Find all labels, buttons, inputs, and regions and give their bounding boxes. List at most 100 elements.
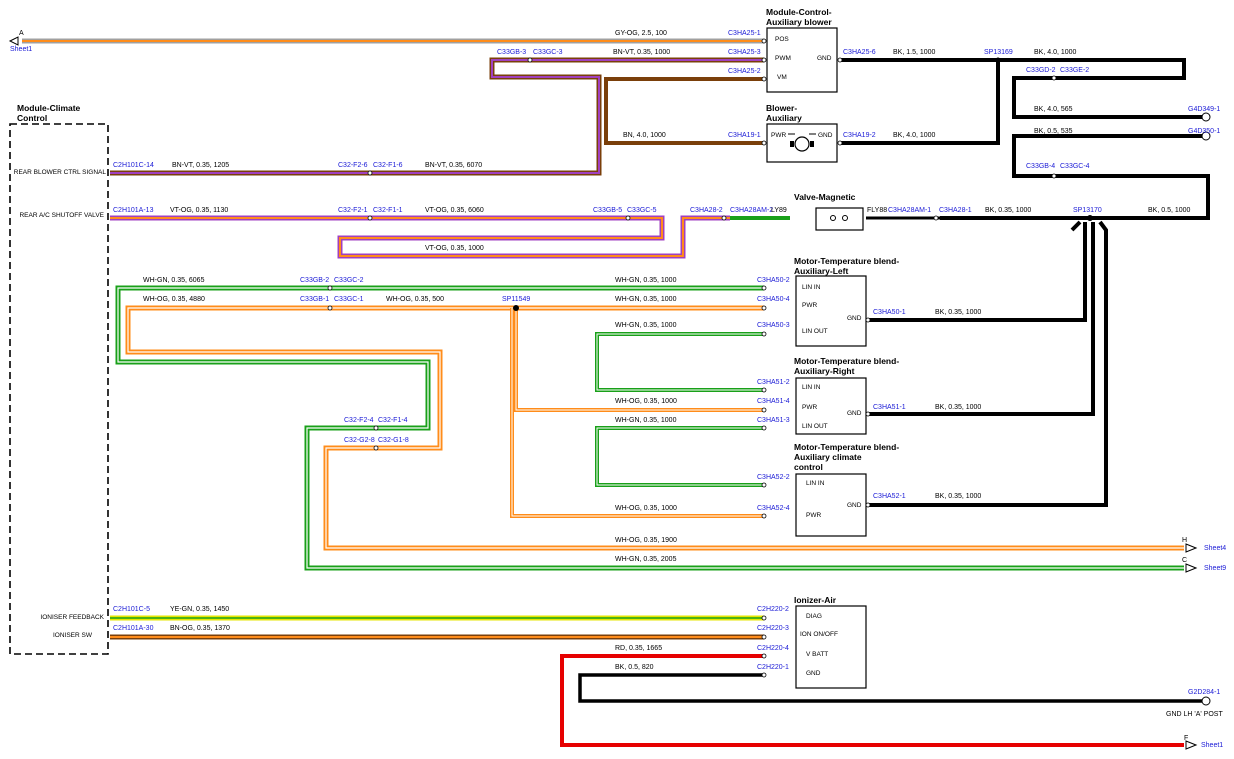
- diagram-label: WH-GN, 0.35, 1000: [615, 296, 677, 303]
- module-climate-title2: Control: [17, 113, 47, 123]
- aux-blower-ctrl-title: Module-Control-: [766, 7, 832, 17]
- diagram-label: BN-VT, 0.35, 1205: [172, 162, 229, 169]
- diagram-label: C33GE-2: [1060, 67, 1089, 74]
- diagram-label: BN-VT, 0.35, 1000: [613, 49, 670, 56]
- link-sheet4[interactable]: Sheet4: [1204, 545, 1226, 552]
- diagram-label: WH-OG, 0.35, 4880: [143, 296, 205, 303]
- diagram-label: FLY88: [867, 207, 887, 214]
- diagram-label: RD, 0.35, 1665: [615, 645, 662, 652]
- diagram-label: C2H220-3: [757, 625, 789, 632]
- diagram-label: C3HA51-2: [757, 379, 790, 386]
- valve-magnetic: Valve-Magnetic: [794, 192, 864, 231]
- diagram-label: F: [1184, 735, 1188, 742]
- motor-temp-blend-right: Motor-Temperature blend- Auxiliary-Right…: [794, 356, 899, 435]
- diagram-label: BK, 0.35, 1000: [985, 207, 1031, 214]
- wire-labels: GY-OG, 2.5, 100 BN-VT, 0.35, 1000 BK, 1.…: [143, 30, 1191, 671]
- diagram-label: C33GB-2: [300, 277, 329, 284]
- diagram-label: BK, 0.35, 1000: [935, 404, 981, 411]
- diagram-label: C3HA50-4: [757, 296, 790, 303]
- diagram-label: C3HA50-2: [757, 277, 790, 284]
- diagram-label: BK, 0.35, 1000: [935, 309, 981, 316]
- pin-gnd: GND: [806, 670, 821, 677]
- motor-climate-title3: control: [794, 462, 823, 472]
- link-sheet1-f[interactable]: Sheet1: [1201, 742, 1223, 749]
- pin-ioniser-feedback: IONISER FEEDBACK: [40, 614, 104, 621]
- pin-gnd: GND: [817, 55, 832, 62]
- diagram-label: C33GB-3: [497, 49, 526, 56]
- diagram-label: C3HA19-2: [843, 132, 876, 139]
- diagram-label: BK, 0.5, 1000: [1148, 207, 1191, 214]
- pin-lin-out: LIN OUT: [802, 423, 828, 430]
- diagram-label: BN-VT, 0.35, 6070: [425, 162, 482, 169]
- diagram-label: WH-OG, 0.35, 500: [386, 296, 444, 303]
- motor-climate-title2: Auxiliary climate: [794, 452, 862, 462]
- diagram-label: C3HA50-3: [757, 322, 790, 329]
- diagram-label: C3HA25-6: [843, 49, 876, 56]
- diagram-label: VT-OG, 0.35, 1000: [425, 245, 484, 252]
- module-climate-title: Module-Climate: [17, 103, 81, 113]
- pin-pwr: PWR: [806, 512, 821, 519]
- wire-vt-og-shutoff: [110, 215, 790, 259]
- link-sheet1-a[interactable]: Sheet1: [10, 46, 32, 53]
- diagram-label: C32-F2-6: [338, 162, 368, 169]
- diagram-label: WH-GN, 0.35, 1000: [615, 322, 677, 329]
- pin-v-batt: V BATT: [806, 651, 828, 658]
- diagram-label: H: [1182, 537, 1187, 544]
- diagram-label: WH-GN, 0.35, 1000: [615, 277, 677, 284]
- diagram-label: LY89: [771, 207, 787, 214]
- wire-bn-vm: [604, 77, 764, 145]
- pin-lin-in: LIN IN: [802, 284, 821, 291]
- diagram-label: C32-F1-4: [378, 417, 408, 424]
- pin-pwm: PWM: [775, 55, 791, 62]
- diagram-label: BK, 4.0, 1000: [893, 132, 936, 139]
- pin-rear-ac-shutoff: REAR A/C SHUTOFF VALVE: [19, 212, 104, 219]
- pin-blower-gnd: GND: [818, 132, 833, 139]
- diagram-label: C3HA52-2: [757, 474, 790, 481]
- connector-labels: C3HA25-1 C3HA25-3 C3HA25-2 C3HA25-6 C33G…: [113, 30, 1220, 696]
- diagram-label: BK, 0.5, 535: [1034, 128, 1073, 135]
- offsheet-labels: A Sheet1 H Sheet4 C Sheet9 F Sheet1 GND …: [10, 30, 1226, 749]
- diagram-label: WH-GN, 0.35, 1000: [615, 417, 677, 424]
- diagram-label: C32-F1-1: [373, 207, 403, 214]
- ionizer-air: Ionizer-Air DIAG ION ON/OFF V BATT GND: [794, 595, 867, 689]
- diagram-label: C2H220-2: [757, 606, 789, 613]
- diagram-label: BK, 4.0, 1000: [1034, 49, 1077, 56]
- diagram-label: WH-OG, 0.35, 1000: [615, 398, 677, 405]
- diagram-label: VT-OG, 0.35, 1130: [170, 207, 228, 214]
- module-climate-control: Module-Climate Control REAR BLOWER CTRL …: [9, 103, 109, 655]
- diagram-label: C3HA25-3: [728, 49, 761, 56]
- diagram-label: C33GB-5: [593, 207, 622, 214]
- pin-gnd: GND: [847, 410, 862, 417]
- diagram-label: C33GC-2: [334, 277, 364, 284]
- pin-diag: DIAG: [806, 613, 822, 620]
- diagram-label: C33GB-1: [300, 296, 329, 303]
- diagram-label: C: [1182, 557, 1187, 564]
- pin-pwr: PWR: [802, 404, 817, 411]
- diagram-label: G4D350-1: [1188, 128, 1220, 135]
- valve-title: Valve-Magnetic: [794, 192, 856, 202]
- diagram-label: C3HA28AM-2: [730, 207, 773, 214]
- diagram-label: WH-OG, 0.35, 1000: [615, 505, 677, 512]
- pin-gnd: GND: [847, 315, 862, 322]
- diagram-label: C33GC-4: [1060, 163, 1090, 170]
- aux-blower-ctrl-title2: Auxiliary blower: [766, 17, 832, 27]
- diagram-label: C32-G1-8: [378, 437, 409, 444]
- diagram-label: C2H101A-13: [113, 207, 154, 214]
- diagram-label: C2H220-1: [757, 664, 789, 671]
- diagram-label: A: [19, 30, 24, 37]
- pin-ioniser-sw: IONISER SW: [53, 632, 93, 639]
- diagram-label: BN, 4.0, 1000: [623, 132, 666, 139]
- link-sheet9[interactable]: Sheet9: [1204, 565, 1226, 572]
- diagram-label: VT-OG, 0.35, 6060: [425, 207, 484, 214]
- diagram-label: C33GC-1: [334, 296, 364, 303]
- diagram-label: C3HA25-1: [728, 30, 761, 37]
- motor-left-title2: Auxiliary-Left: [794, 266, 848, 276]
- diagram-label: C32-F2-1: [338, 207, 368, 214]
- blower-aux-title: Blower-: [766, 103, 797, 113]
- wire-bn-vt-pwm: [110, 57, 764, 176]
- diagram-label: C3HA51-4: [757, 398, 790, 405]
- motor-icon: [794, 136, 810, 152]
- diagram-label: SP11549: [502, 296, 530, 303]
- diagram-label: GY-OG, 2.5, 100: [615, 30, 667, 37]
